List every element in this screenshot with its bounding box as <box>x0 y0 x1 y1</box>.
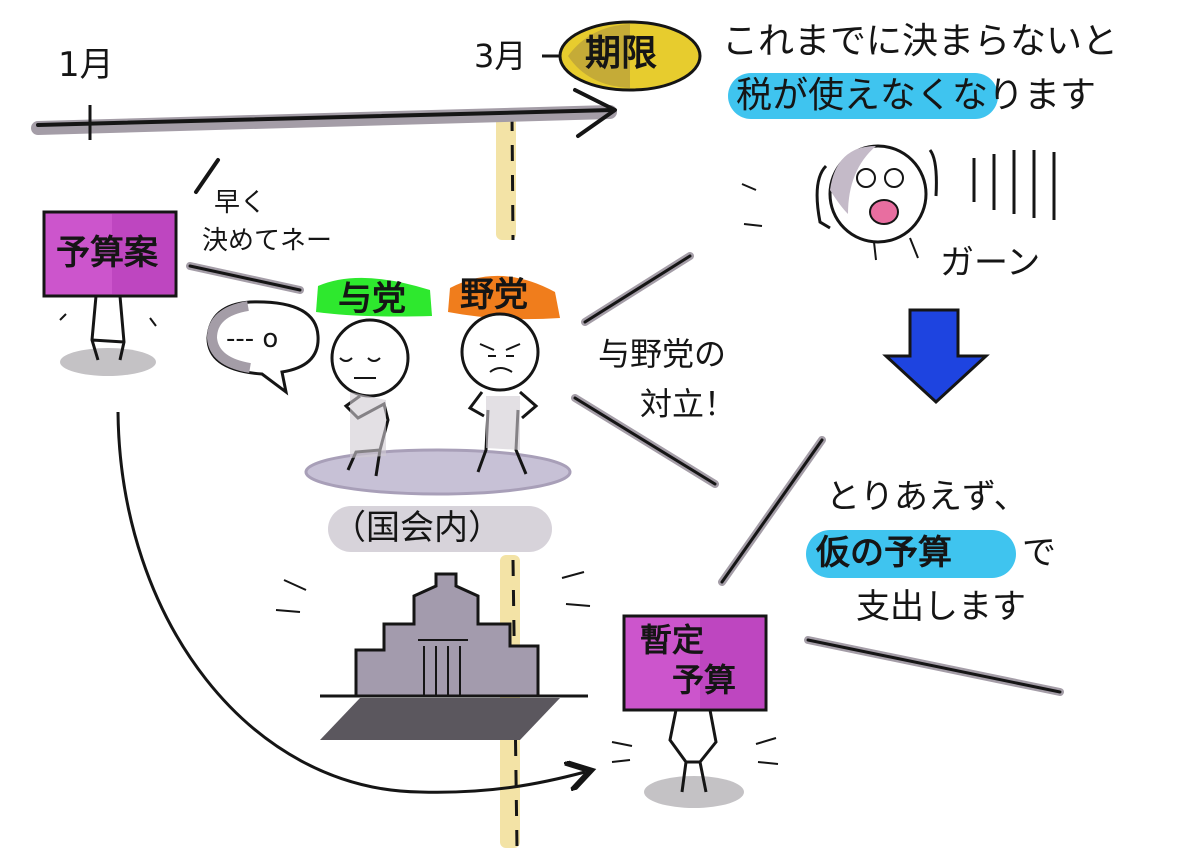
diet-building <box>354 572 540 698</box>
budget-draft-speech-line2: 決めてネー <box>202 226 333 256</box>
highlight-tax <box>728 73 998 119</box>
down-arrow <box>882 308 990 405</box>
diet-label-pill <box>328 506 552 552</box>
conflict-line1: 与野党の <box>598 335 727 373</box>
timeline-arrowhead <box>573 88 617 138</box>
timeline-arrow <box>36 108 614 127</box>
message-top-line1: これまでに決まらないと <box>722 21 1119 62</box>
provisional-sign-line1: 暫定 <box>640 621 705 659</box>
shock-label: ガーン <box>940 243 1041 283</box>
budget-draft-speech-line1: 早く <box>214 188 267 218</box>
deadline-dashed-line-lower <box>511 559 519 848</box>
curved-flow-arrow <box>116 411 585 794</box>
conflict-line2: 対立！ <box>640 385 737 423</box>
message-bottom-line1: とりあえず、 <box>826 477 1028 517</box>
message-bottom-line2-rest: で <box>1022 533 1056 573</box>
deadline-dashed-line <box>510 114 515 241</box>
opposition-party-label: 野党 <box>460 275 528 315</box>
message-bottom-line2-highlight: 仮の予算 <box>816 533 952 573</box>
ruling-party-label: 与党 <box>338 279 406 319</box>
provisional-sign-line2: 予算 <box>672 661 737 699</box>
message-bottom-line3: 支出します <box>856 587 1026 627</box>
diet-label: （国会内） <box>332 508 502 548</box>
ruling-party-head <box>330 318 410 398</box>
deadline-band <box>496 110 516 240</box>
highlight-provisional <box>806 530 1016 578</box>
budget-draft-sign-text: 予算案 <box>56 233 158 273</box>
diet-building-shadow <box>320 698 560 740</box>
timeline-start-label: 1月 <box>58 45 114 85</box>
ruling-party-bubble-text: --- o <box>226 324 279 354</box>
timeline-end-label: 3月 <box>474 37 527 75</box>
opposition-party-head <box>460 312 540 392</box>
timeline-shadow <box>31 105 617 135</box>
deadline-badge: 期限 <box>585 33 658 74</box>
message-top-line2: 税が使えなくなります <box>736 75 1097 116</box>
diet-stage <box>304 448 572 496</box>
